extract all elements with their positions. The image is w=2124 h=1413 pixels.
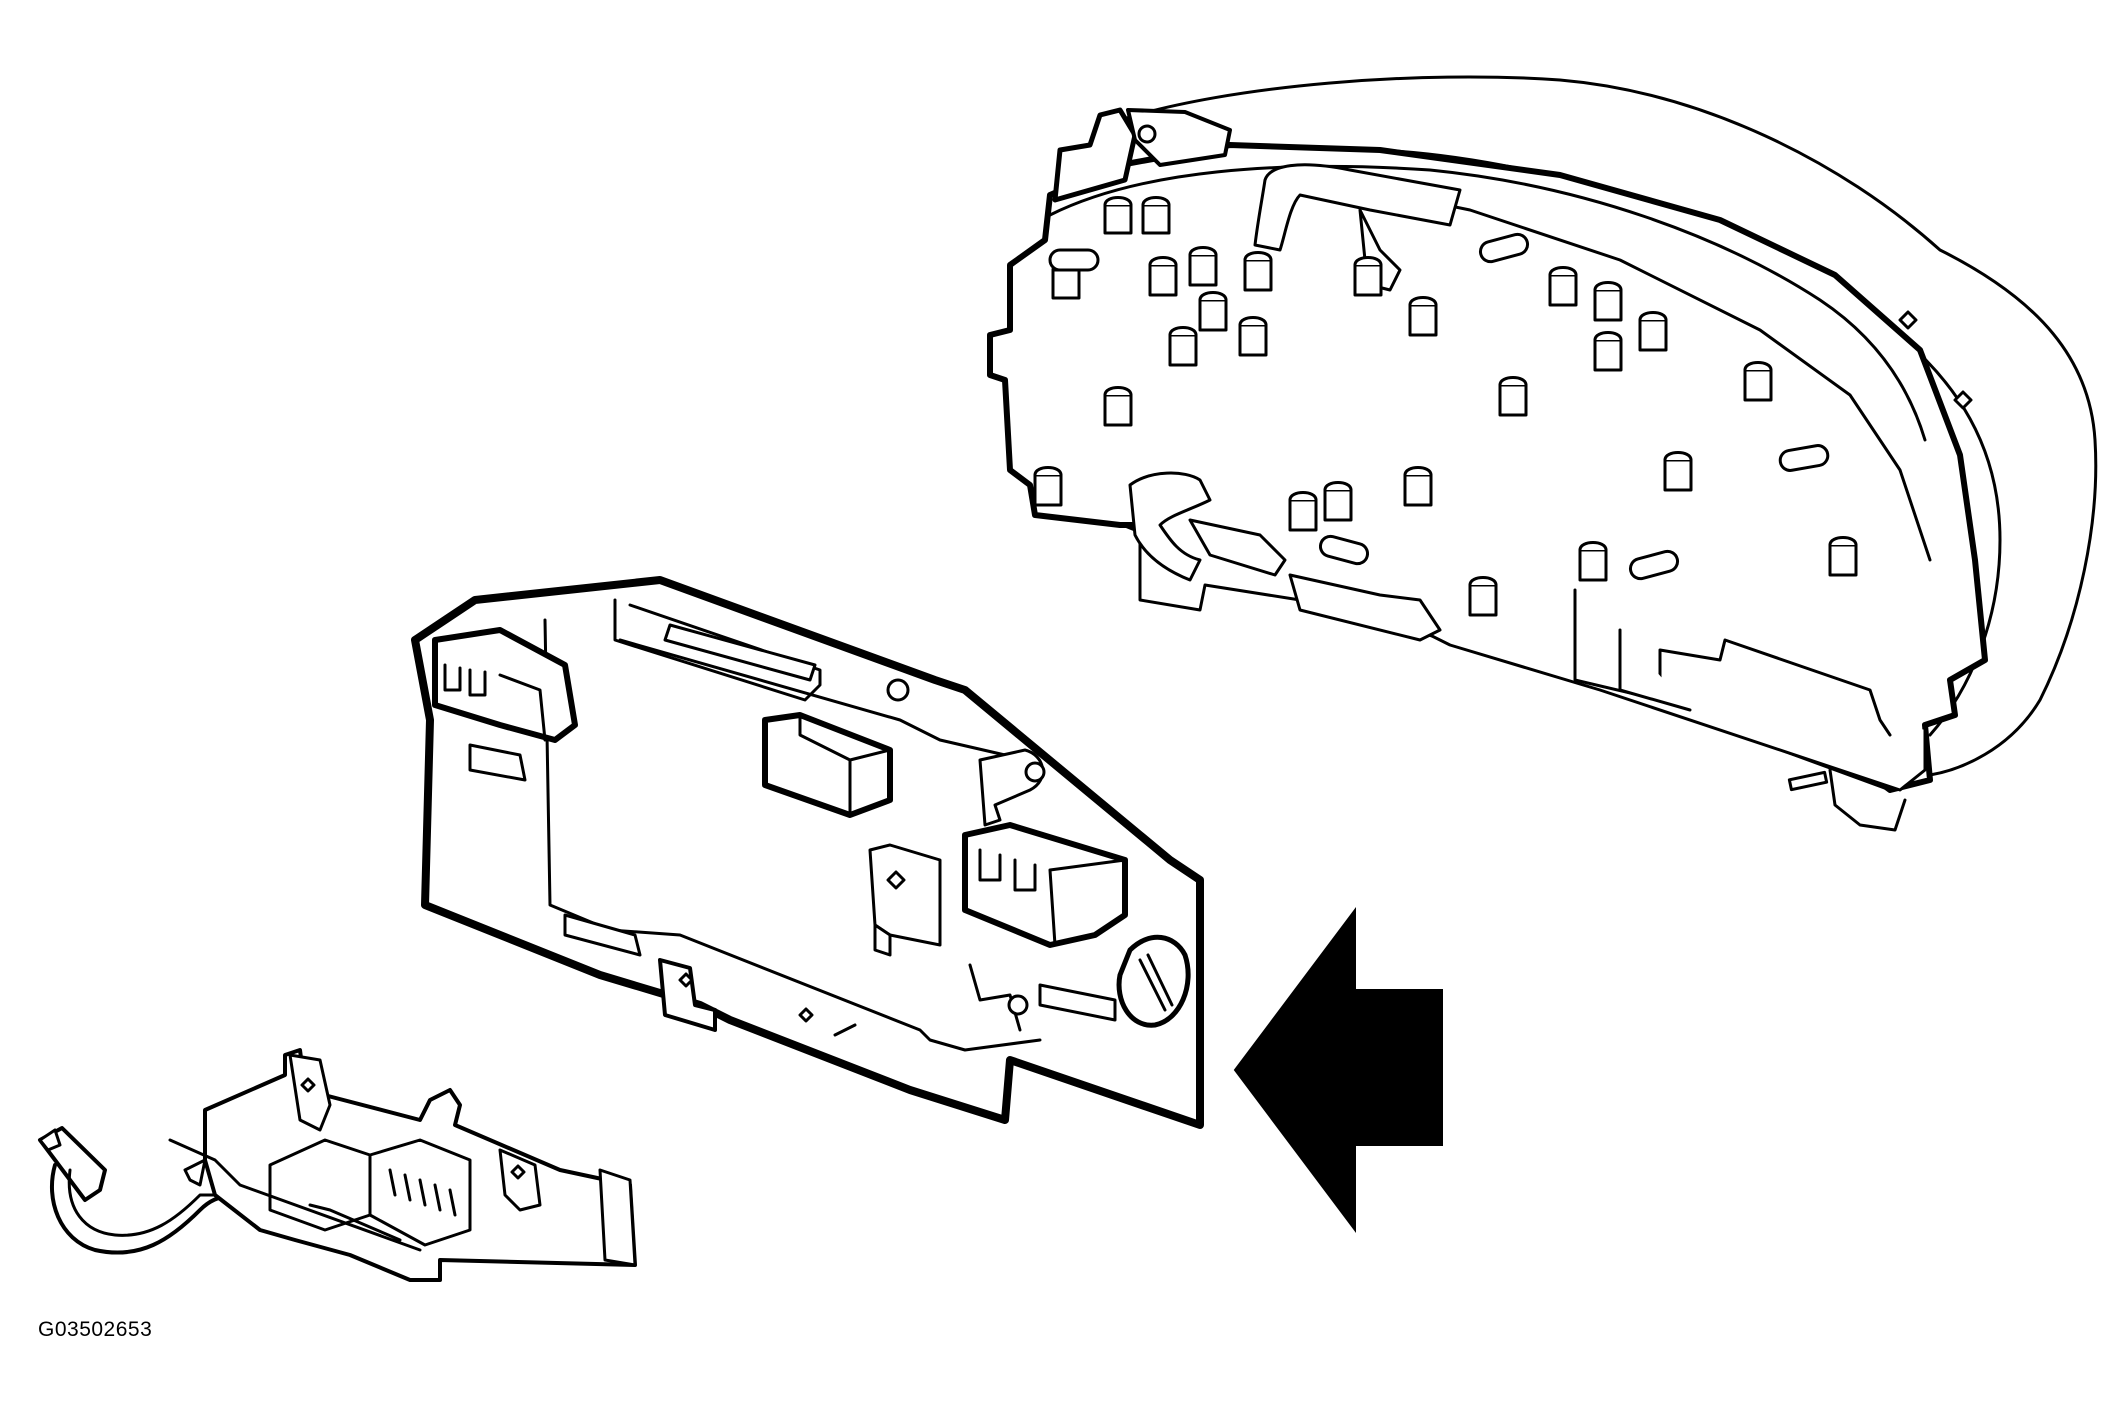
board-clip-hole bbox=[1024, 761, 1046, 783]
bulb-socket bbox=[1498, 376, 1528, 417]
bulb-socket bbox=[1593, 331, 1623, 372]
board-top-rail bbox=[618, 638, 1007, 757]
board-regulator-hole bbox=[886, 870, 906, 890]
board-bottom-screw bbox=[1007, 994, 1029, 1016]
connector-base-flange bbox=[168, 1138, 422, 1252]
connector-side-tab-hole bbox=[510, 1164, 526, 1180]
board-connector-right-inner bbox=[978, 848, 1127, 947]
wiring-connector-assembly bbox=[38, 1048, 637, 1282]
cluster-inner-ridge bbox=[1048, 164, 1927, 442]
board-bottom-stud-hole bbox=[678, 972, 694, 988]
bulb-socket bbox=[1288, 491, 1318, 532]
bulb-socket bbox=[1408, 296, 1438, 337]
bulb-socket bbox=[1033, 466, 1063, 507]
circuit-board-outline bbox=[411, 576, 1204, 1129]
board-relay-block-edge bbox=[798, 713, 892, 817]
figure-id-label: G03502653 bbox=[38, 1318, 153, 1341]
cluster-top-ear-left bbox=[1052, 107, 1138, 203]
connector-top-tab-hole bbox=[300, 1077, 316, 1093]
bulb-socket bbox=[1353, 256, 1383, 297]
board-connector-right bbox=[962, 822, 1128, 948]
cluster-right-connector-box bbox=[1618, 628, 1692, 712]
connector-side-tab bbox=[498, 1148, 542, 1212]
instrument-cluster-housing bbox=[987, 75, 2098, 832]
board-top-screw bbox=[886, 678, 910, 702]
bulb-socket bbox=[1198, 291, 1228, 332]
bulb-socket bbox=[1238, 316, 1268, 357]
cluster-bulb-sockets bbox=[1033, 196, 1973, 617]
connector-compartment-mid bbox=[368, 1138, 472, 1247]
connector-end-plate bbox=[598, 1168, 637, 1267]
board-bottom-stud bbox=[658, 958, 717, 1032]
cluster-film-strip bbox=[1253, 163, 1462, 252]
cluster-small-slot bbox=[1787, 770, 1829, 792]
bulb-socket-horizontal bbox=[1478, 232, 1530, 264]
cluster-top-ear-right bbox=[1126, 108, 1232, 167]
bulb-socket bbox=[1188, 246, 1218, 287]
cluster-lower-connector bbox=[1288, 573, 1442, 642]
wire-plug-tip bbox=[38, 1128, 62, 1152]
bulb-socket bbox=[1548, 266, 1578, 307]
bulb-socket-horizontal bbox=[1048, 248, 1100, 272]
board-rotary-knob bbox=[1116, 934, 1191, 1028]
bulb-socket bbox=[1168, 326, 1198, 367]
bulb-socket bbox=[1141, 196, 1171, 235]
bulb-socket bbox=[1468, 576, 1498, 617]
cluster-ribbon-cable-2 bbox=[1188, 518, 1287, 577]
bulb-socket bbox=[1578, 541, 1608, 582]
circuit-board-inner-edge bbox=[543, 618, 1042, 1052]
cluster-ear-hole bbox=[1137, 124, 1157, 144]
direction-arrow bbox=[1233, 907, 1443, 1233]
bulb-socket bbox=[1323, 481, 1353, 522]
bulb-socket-horizontal bbox=[1778, 444, 1830, 472]
board-small-diamond bbox=[798, 1007, 814, 1023]
board-chip-bottom-right bbox=[1038, 983, 1117, 1022]
board-regulator-tab bbox=[873, 923, 892, 957]
bulb-socket bbox=[1103, 386, 1133, 427]
bulb-socket bbox=[1103, 196, 1133, 235]
bulb-socket bbox=[1663, 451, 1693, 492]
bulb-socket-horizontal bbox=[1318, 534, 1370, 566]
circuit-board bbox=[411, 576, 1204, 1129]
board-connector-top-left bbox=[432, 627, 578, 743]
connector-top-tab bbox=[288, 1053, 332, 1132]
bulb-socket bbox=[1743, 361, 1773, 402]
bulb-socket bbox=[1403, 466, 1433, 507]
board-bottom-chip bbox=[563, 913, 642, 957]
bulb-socket bbox=[1638, 311, 1668, 352]
board-small-tick bbox=[833, 1023, 857, 1037]
bulb-socket bbox=[1148, 256, 1178, 297]
cluster-bottom-tab bbox=[1828, 768, 1907, 832]
board-rotary-knob-slot bbox=[1138, 953, 1174, 1012]
bulb-socket bbox=[1828, 536, 1858, 577]
wire-harness-2 bbox=[67, 1168, 257, 1237]
bulb-socket bbox=[1243, 251, 1273, 292]
board-top-connector-slot bbox=[663, 623, 817, 682]
cluster-ribbon-cable bbox=[1128, 471, 1212, 582]
connector-terminal-pins bbox=[388, 1168, 457, 1217]
cluster-inner-ridge-2 bbox=[1298, 173, 1932, 562]
bulb-socket-horizontal bbox=[1628, 549, 1680, 581]
bulb-socket bbox=[1593, 281, 1623, 322]
connector-lower-lip bbox=[183, 1158, 207, 1187]
cluster-right-connector-shelf bbox=[1573, 588, 1892, 737]
board-connector-top-left-inner bbox=[443, 663, 547, 742]
board-chip-left bbox=[468, 743, 527, 782]
cluster-diamond-hole bbox=[1898, 310, 1918, 330]
cluster-diamond-hole bbox=[1953, 390, 1973, 410]
